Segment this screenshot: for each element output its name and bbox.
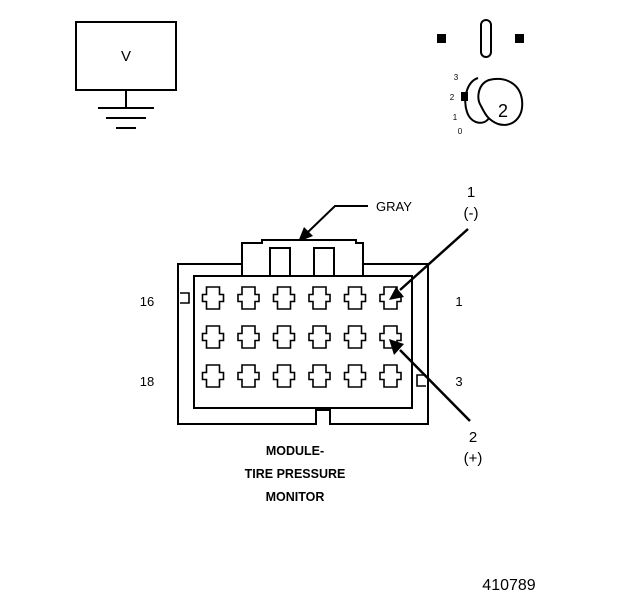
- ignition-marker-right: [515, 34, 524, 43]
- terminal-cavity: [237, 286, 260, 310]
- ignition-pos-0: 0: [458, 127, 463, 136]
- probe-2-number: 2: [469, 429, 477, 446]
- terminal-cavity: [272, 364, 296, 388]
- terminal-cavity: [308, 364, 331, 388]
- terminal-cavity: [237, 364, 260, 388]
- gray-leader-line: [307, 205, 368, 233]
- connector-key-left: [180, 292, 190, 304]
- ignition-indicator: [461, 92, 468, 101]
- probe-2-callout: 2 (+): [389, 339, 482, 467]
- connector-color-label: GRAY: [376, 199, 412, 214]
- gray-label-callout: GRAY: [298, 199, 412, 242]
- ignition-switch: 3 2 1 0 2: [437, 19, 524, 136]
- terminal-cavity: [201, 325, 225, 349]
- connector-cavity-frame: [193, 275, 413, 409]
- module-label-line3: MONITOR: [266, 490, 325, 504]
- key-slot-icon: [480, 19, 492, 58]
- ground-icon: [98, 90, 154, 129]
- connector-lock-tabs: [269, 247, 335, 277]
- terminal-cavity: [201, 286, 225, 310]
- probe-2-sign: (+): [464, 450, 483, 467]
- terminal-cavity: [272, 325, 296, 349]
- module-caption: MODULE- TIRE PRESSURE MONITOR: [245, 444, 346, 504]
- voltmeter-symbol: V: [121, 48, 131, 65]
- ignition-pos-2: 2: [450, 93, 455, 102]
- terminal-cavity: [379, 364, 402, 388]
- pin-label-16: 16: [140, 294, 154, 309]
- module-label-line2: TIRE PRESSURE: [245, 467, 346, 481]
- pin-label-1: 1: [455, 294, 462, 309]
- terminal-cavity: [308, 286, 331, 310]
- terminal-cavity: [201, 364, 225, 388]
- probe-2-arrowhead: [389, 339, 404, 355]
- terminal-cavity: [237, 325, 260, 349]
- terminal-cavity: [343, 325, 367, 349]
- ignition-key-icon: [464, 77, 524, 126]
- ignition-pos-3: 3: [454, 73, 459, 82]
- probe-1-number: 1: [467, 184, 475, 201]
- pin-label-3: 3: [455, 374, 462, 389]
- voltmeter: V: [75, 21, 177, 129]
- probe-2-leader: [399, 349, 471, 422]
- connector-body: [177, 239, 429, 425]
- gray-arrowhead: [298, 227, 313, 242]
- terminal-cavity: [343, 364, 367, 388]
- terminal-cavity: [272, 286, 296, 310]
- ignition-selected-label: 2: [498, 101, 508, 121]
- probe-1-callout: 1 (-): [389, 184, 479, 300]
- probe-1-leader: [399, 228, 469, 291]
- pin-label-18: 18: [140, 374, 154, 389]
- terminal-cavity: [343, 286, 367, 310]
- probe-1-sign: (-): [464, 205, 479, 222]
- ignition-marker-left: [437, 34, 446, 43]
- figure-number: 410789: [482, 577, 535, 594]
- module-label-line1: MODULE-: [266, 444, 324, 458]
- connector-key-right: [416, 374, 426, 387]
- connector-housing: [177, 239, 429, 425]
- terminal-cavity: [308, 325, 331, 349]
- probe-1-arrowhead: [389, 287, 404, 300]
- ignition-pos-1: 1: [453, 113, 458, 122]
